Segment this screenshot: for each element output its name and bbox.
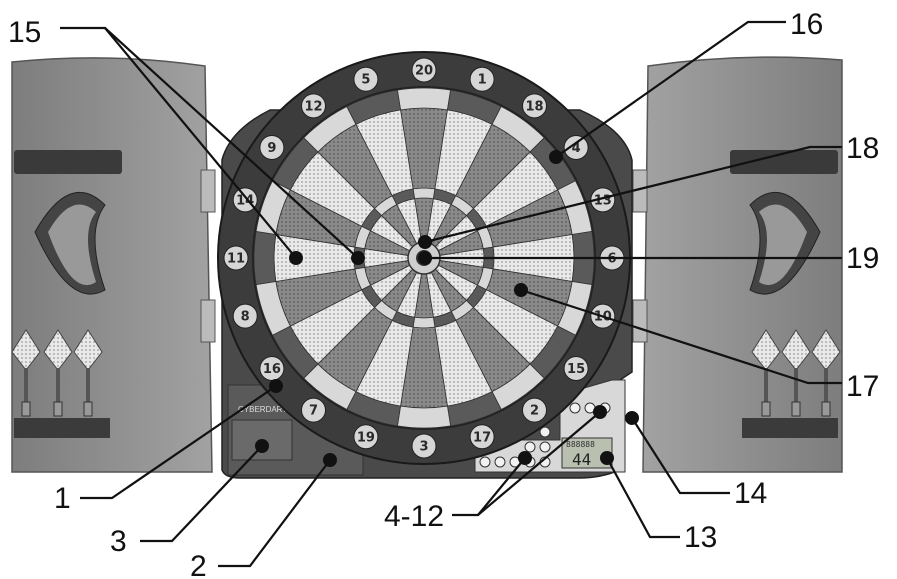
dart-holder bbox=[742, 418, 838, 438]
number-badge bbox=[469, 66, 495, 92]
dart bbox=[43, 329, 73, 417]
number-label: 2 bbox=[530, 404, 539, 419]
number-label: 8 bbox=[241, 310, 250, 325]
callout-labels: 15 16 18 19 17 14 13 4-12 1 3 2 bbox=[8, 8, 879, 579]
callout-3: 3 bbox=[110, 525, 127, 558]
number-label: 15 bbox=[567, 362, 585, 377]
number-label: 16 bbox=[263, 362, 281, 377]
number-badge bbox=[232, 187, 258, 213]
dart bbox=[73, 329, 103, 417]
callout-16: 16 bbox=[790, 8, 823, 41]
number-badge bbox=[353, 66, 379, 92]
control-button bbox=[569, 402, 581, 414]
dart bbox=[11, 329, 41, 417]
number-badge bbox=[232, 303, 258, 329]
callout-2: 2 bbox=[190, 550, 207, 579]
lcd-top-digits: 888888 bbox=[566, 440, 595, 449]
number-label: 12 bbox=[304, 99, 322, 114]
callout-1: 1 bbox=[54, 482, 71, 515]
control-button bbox=[494, 456, 506, 468]
board-segments bbox=[253, 87, 595, 429]
number-label: 7 bbox=[309, 404, 318, 419]
dart bbox=[781, 329, 811, 417]
number-label: 20 bbox=[415, 64, 433, 79]
number-badge bbox=[411, 433, 437, 459]
control-button bbox=[479, 456, 491, 468]
callout-17: 17 bbox=[846, 370, 879, 403]
number-badge bbox=[300, 93, 326, 119]
number-label: 4 bbox=[572, 141, 581, 156]
leader-lines bbox=[60, 20, 842, 568]
number-label: 5 bbox=[361, 73, 370, 88]
board-segment bbox=[396, 405, 452, 429]
number-badge bbox=[223, 245, 249, 271]
callout-13: 13 bbox=[684, 521, 717, 554]
number-badge bbox=[563, 134, 589, 160]
number-label: 9 bbox=[267, 141, 276, 156]
dart bbox=[811, 329, 841, 417]
number-label: 14 bbox=[236, 193, 254, 208]
board-segment bbox=[253, 230, 277, 286]
number-label: 19 bbox=[357, 430, 375, 445]
dart-holder bbox=[14, 418, 110, 438]
callout-15: 15 bbox=[8, 16, 41, 49]
number-label: 17 bbox=[473, 430, 491, 445]
darts-left bbox=[11, 329, 103, 417]
right-cabinet-door bbox=[642, 56, 843, 473]
number-badge bbox=[469, 424, 495, 450]
darts-right bbox=[751, 329, 841, 417]
number-badge bbox=[353, 424, 379, 450]
number-label: 18 bbox=[525, 99, 543, 114]
number-label: 1 bbox=[478, 73, 487, 88]
lcd-main-digits: 44 bbox=[572, 450, 591, 469]
number-badge bbox=[522, 93, 548, 119]
number-label: 3 bbox=[419, 440, 428, 455]
callout-19: 19 bbox=[846, 242, 879, 275]
control-button bbox=[524, 441, 536, 453]
number-label: 11 bbox=[227, 252, 245, 267]
number-badge bbox=[300, 397, 326, 423]
board-segment bbox=[412, 187, 436, 200]
right-hinges bbox=[632, 169, 648, 343]
number-badge bbox=[259, 134, 285, 160]
door-handle bbox=[730, 150, 838, 174]
number-badge bbox=[590, 187, 616, 213]
board-segment bbox=[396, 87, 452, 111]
number-badge bbox=[411, 57, 437, 83]
control-button bbox=[539, 426, 551, 438]
board-segment bbox=[346, 89, 401, 125]
control-button bbox=[539, 441, 551, 453]
door-handle bbox=[14, 150, 122, 174]
callout-4-12: 4-12 bbox=[384, 500, 444, 533]
callout-14: 14 bbox=[734, 477, 767, 510]
board-segment bbox=[412, 316, 436, 329]
number-badge bbox=[563, 356, 589, 382]
left-hinges bbox=[200, 169, 216, 343]
brand-label: CYBERDART bbox=[238, 405, 287, 414]
number-badge bbox=[522, 397, 548, 423]
callout-18: 18 bbox=[846, 132, 879, 165]
